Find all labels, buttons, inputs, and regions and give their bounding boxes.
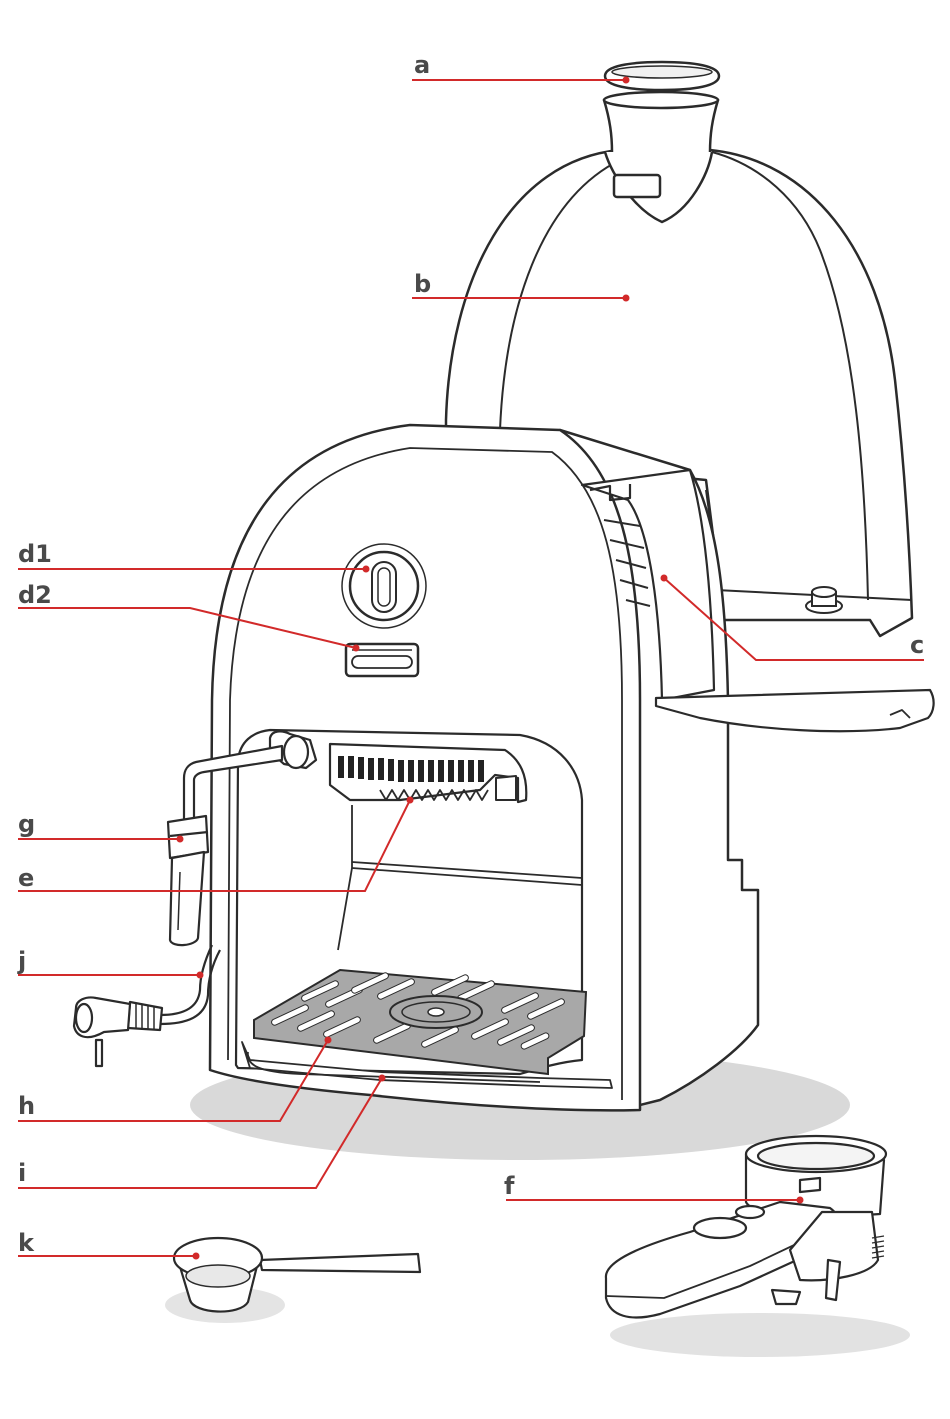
tank-cap [605, 62, 719, 90]
power-plug [74, 997, 162, 1066]
label-d1: d1 [18, 540, 52, 568]
label-g: g [18, 810, 35, 838]
label-e: e [18, 864, 34, 892]
label-j: j [17, 947, 26, 975]
selector-knob [342, 544, 426, 628]
label-i: i [18, 1159, 26, 1187]
portafilter-shadow [610, 1313, 910, 1357]
label-k: k [18, 1229, 35, 1257]
label-d2: d2 [18, 581, 52, 609]
label-f: f [504, 1172, 515, 1200]
portafilter [606, 1136, 886, 1317]
brew-head [330, 744, 526, 802]
tank-valve [806, 587, 842, 613]
label-a: a [414, 51, 430, 79]
label-h: h [18, 1092, 35, 1120]
label-c: c [910, 631, 924, 659]
measuring-scoop [174, 1238, 420, 1312]
label-b: b [414, 270, 431, 298]
